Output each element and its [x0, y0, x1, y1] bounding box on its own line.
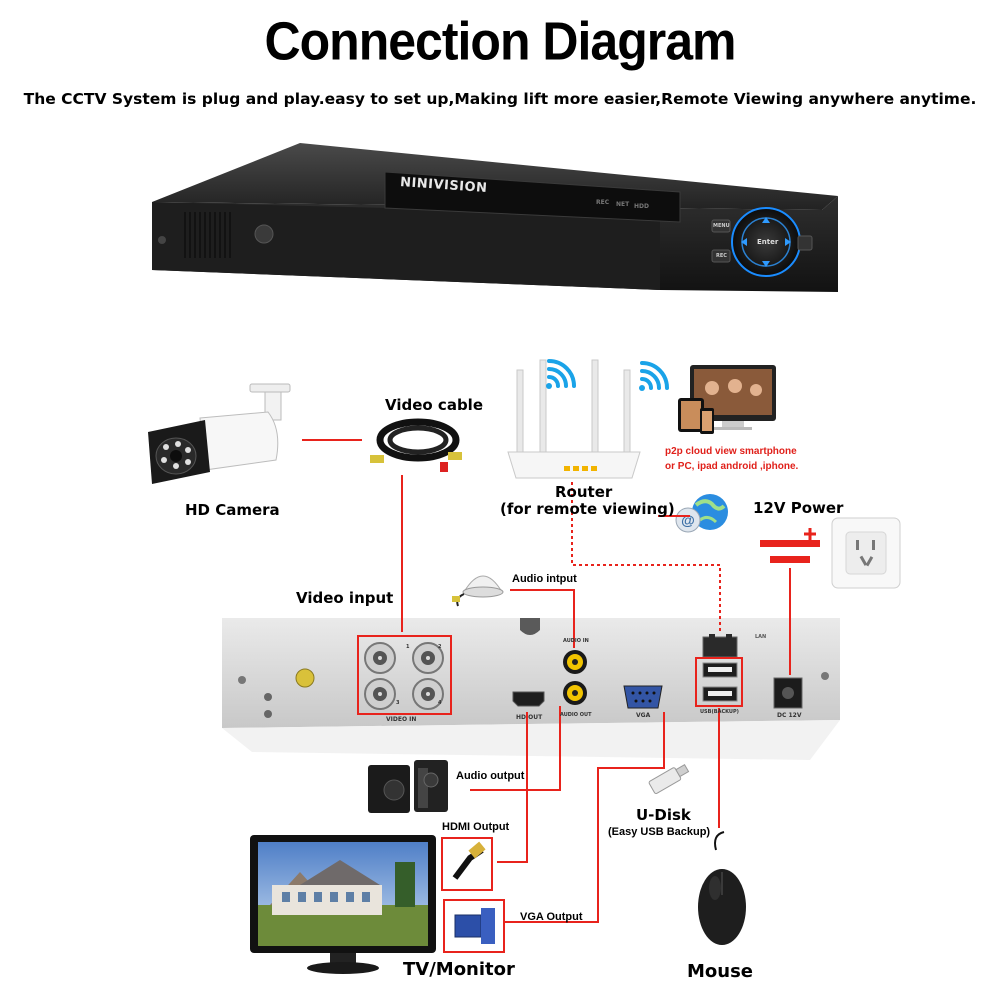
- audio-output-label: Audio output: [456, 770, 525, 782]
- usb-highlight: [695, 657, 743, 707]
- vga-port: [623, 685, 663, 709]
- video-cable-label: Video cable: [385, 396, 483, 414]
- audio-input-label: Audio intput: [512, 573, 577, 585]
- mouse-image: [698, 831, 746, 945]
- panel-audio-out: AUDIO OUT: [560, 712, 592, 718]
- tv-monitor-image: [250, 835, 436, 974]
- power-outlet-image: [831, 517, 901, 589]
- hdmi-port: [512, 691, 545, 707]
- dc-jack: [773, 677, 803, 709]
- lan-dotted-line: [571, 482, 721, 634]
- video-input-label: Video input: [296, 589, 394, 607]
- globe-icon: @: [675, 494, 728, 533]
- dvr-indicator-rec: REC: [596, 199, 610, 206]
- panel-hdout: HD OUT: [516, 714, 543, 721]
- dvr-back-panel: [222, 618, 840, 760]
- panel-vga: VGA: [636, 712, 651, 719]
- tv-monitor-label: TV/Monitor: [403, 959, 515, 980]
- panel-dc: DC 12V: [777, 712, 802, 719]
- power-symbol-icon: [760, 528, 820, 563]
- panel-channel-3: 3: [396, 700, 400, 706]
- dvr-indicator-net: NET: [616, 201, 630, 208]
- panel-audio-in: AUDIO IN: [563, 638, 589, 644]
- router-label: Router: [555, 483, 613, 501]
- router-image: [507, 359, 641, 479]
- hdmi-output-label: HDMI Output: [442, 821, 510, 833]
- usb-stick-image: [648, 763, 690, 794]
- lan-usb-ports: [702, 634, 738, 702]
- dvr-menu-button: MENU: [713, 223, 730, 229]
- p2p-label-line2: or PC, ipad android ,iphone.: [665, 461, 799, 472]
- panel-channel-4: 4: [438, 700, 442, 706]
- router-sub-label: (for remote viewing): [500, 500, 675, 518]
- hd-camera-label: HD Camera: [185, 501, 280, 519]
- vga-cable-image: [443, 899, 505, 953]
- dvr-enter-button: Enter: [757, 238, 779, 246]
- page-subtitle: The CCTV System is plug and play.easy to…: [23, 90, 977, 108]
- connection-lines: [302, 439, 791, 923]
- video-in-highlight: [357, 635, 452, 715]
- hdmi-cable-image: [441, 837, 493, 891]
- rca-jacks: [563, 650, 587, 705]
- wifi-icon: [546, 359, 576, 389]
- devices-image: [678, 365, 776, 434]
- video-cable-image: [370, 418, 462, 472]
- dvr-rec-button: REC: [716, 253, 727, 259]
- hd-camera-image: [148, 383, 291, 484]
- microphone-image: [452, 575, 504, 607]
- udisk-sub-label: (Easy USB Backup): [608, 826, 711, 838]
- bnc-connectors: [364, 642, 444, 710]
- power-label: 12V Power: [753, 499, 844, 517]
- mouse-label: Mouse: [687, 961, 754, 982]
- wifi-icon-2: [639, 361, 669, 391]
- panel-usb: USB(BACKUP): [700, 709, 739, 715]
- speakers-image: [368, 760, 448, 813]
- panel-channel-1: 1: [406, 644, 410, 650]
- panel-channel-2: 2: [438, 644, 442, 650]
- dvr-indicator-hdd: HDD: [634, 203, 649, 210]
- udisk-label: U-Disk: [636, 806, 691, 824]
- panel-video-in: VIDEO IN: [386, 716, 417, 723]
- panel-lan: LAN: [755, 634, 767, 640]
- page-title: Connection Diagram: [264, 10, 737, 72]
- svg-text:@: @: [681, 512, 695, 528]
- dvr-front-view: [152, 143, 838, 292]
- vga-output-label: VGA Output: [520, 911, 583, 923]
- p2p-label-line1: p2p cloud view smartphone: [665, 446, 797, 457]
